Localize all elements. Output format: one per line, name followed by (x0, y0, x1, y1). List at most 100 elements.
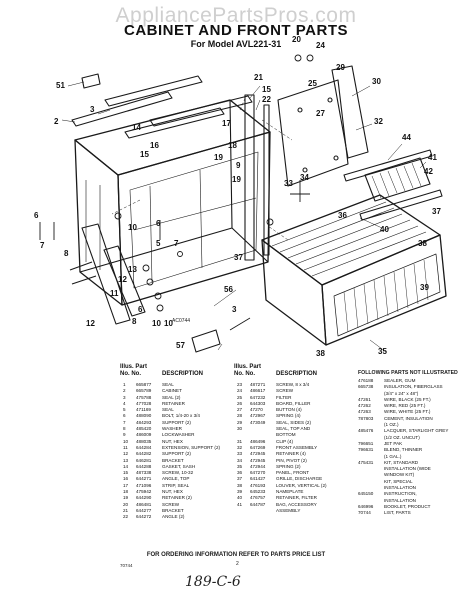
description: BUTTON (4) (276, 407, 302, 413)
description: RETAINER, FILTER (276, 495, 317, 501)
illus-no: 13 (123, 457, 129, 463)
seal-strips (71, 75, 270, 261)
illus-no: 40 (237, 495, 243, 501)
description: WIRE, RED (25 FT.) (384, 403, 426, 409)
description: WASHER (162, 426, 182, 432)
illus-no: 12 (123, 451, 129, 457)
part-no: 644284 (136, 444, 152, 450)
illus-no: 10 (123, 438, 129, 444)
header-no: No. No. (120, 371, 142, 377)
description: SCREW, 8 x 3/4 (276, 382, 310, 387)
description: SCREW (162, 501, 180, 507)
description: CLIP (4) (276, 438, 294, 444)
part-no: 486009 (136, 432, 152, 438)
part-no: 47270 (250, 407, 263, 413)
part-no: 644272 (136, 514, 152, 520)
table-header: Illus. Part No. No. DESCRIPTION (234, 364, 352, 382)
illus-no: 24 (237, 388, 243, 394)
description: KIT, STANDARD (384, 459, 419, 465)
illus-no: 8 (123, 426, 126, 432)
page-title: CABINET AND FRONT PARTS (124, 22, 348, 39)
description: KIT, SPECIAL (384, 478, 413, 484)
callout-label: 19 (232, 175, 241, 184)
description: SEAL (2) (162, 394, 181, 400)
header-description: DESCRIPTION (276, 371, 318, 377)
part-no: 487271 (250, 382, 266, 387)
description: SUPPORT (2) (162, 419, 191, 425)
description: INSTALLATION (WIDE (384, 466, 431, 472)
callout-label: 8 (64, 249, 69, 258)
description: SPRING (4) (276, 413, 301, 419)
ordering-note: FOR ORDERING INFORMATION REFER TO PARTS … (146, 552, 326, 558)
illus-no: 26 (237, 400, 243, 406)
part-no: 488035 (136, 438, 152, 444)
callout-label: 10 (164, 319, 173, 328)
footer-code: 70744 (120, 563, 133, 568)
description: BOOKLET, PRODUCT (384, 503, 431, 509)
illus-no: 19 (123, 495, 129, 501)
illus-no: 18 (123, 489, 129, 495)
illus-no: 17 (123, 482, 129, 488)
callout-label: 17 (222, 119, 231, 128)
part-no: 486496 (250, 438, 266, 444)
part-no: 647269 (250, 444, 266, 450)
part-no: 486617 (250, 388, 266, 394)
part-no: 70744 (358, 510, 371, 516)
description: NUT, HEX (162, 489, 183, 495)
description: PIN, PIVOT (2) (276, 457, 307, 463)
description: WINDOW KIT) (384, 472, 415, 478)
callout-label: 20 (292, 35, 301, 44)
part-no: 471169 (136, 407, 151, 413)
description: (1 GAL.) (384, 453, 402, 459)
part-no: 484293 (136, 419, 152, 425)
description: SCREW, 10-32 (162, 470, 194, 476)
illus-no: 4 (123, 400, 126, 406)
part-no: 645233 (250, 489, 266, 495)
exploded-parts-diagram: 51 2 3 14 16 15 21 15 22 17 18 19 9 19 2… (34, 35, 447, 358)
illus-no: 2 (123, 388, 126, 394)
illus-no: 38 (237, 482, 243, 488)
illus-no: 32 (237, 444, 243, 450)
description: BOLT, 1/4-20 x 3/4 (162, 413, 200, 419)
table-row: (1/2 OZ. UNCUT) (358, 435, 470, 441)
illus-no: 36 (237, 470, 243, 476)
callout-label: 36 (338, 211, 347, 220)
table-row: (1 GAL.) (358, 454, 470, 460)
part-no: 476193 (250, 482, 266, 488)
part-no: 644303 (250, 400, 266, 406)
watermark: AppliancePartsPros.com (115, 4, 357, 27)
description: SUPPORT (2) (162, 451, 191, 457)
filter-board (277, 79, 349, 187)
description: FILTER (276, 394, 292, 400)
part-no: 796631 (358, 447, 374, 453)
illus-no: 33 (237, 451, 243, 457)
illus-no: 30 (237, 426, 243, 432)
hardware (39, 54, 314, 331)
discharge-grille (364, 157, 431, 202)
callout-label: 39 (420, 283, 429, 292)
part-no: 473049 (250, 419, 266, 425)
callout-label: 14 (132, 123, 141, 132)
part-no: 647232 (250, 394, 266, 400)
description: ASSEMBLY (276, 507, 301, 513)
front-assembly-drawing (261, 194, 447, 346)
cabinet-drawing (74, 99, 271, 306)
